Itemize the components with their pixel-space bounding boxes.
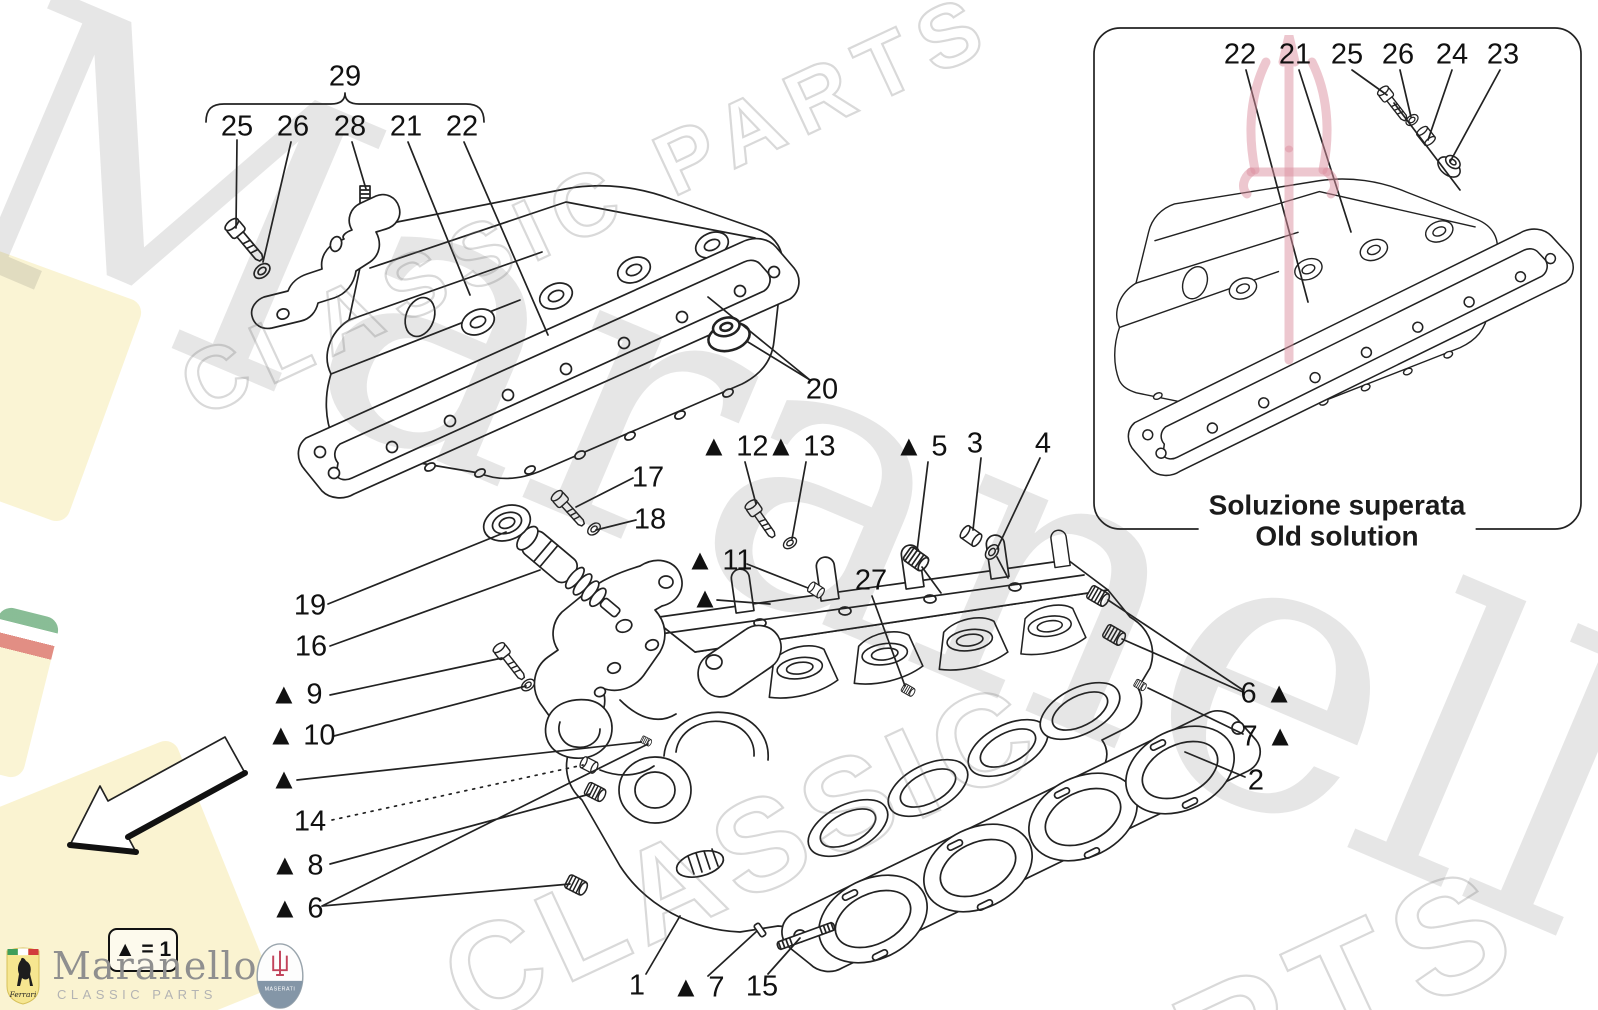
cam-cover-seal bbox=[482, 504, 532, 542]
callout-main-6-left[interactable]: ▲ 6 bbox=[270, 892, 324, 925]
callout-main-18[interactable]: 18 bbox=[633, 503, 667, 536]
callout-main-8[interactable]: ▲ 8 bbox=[270, 849, 324, 882]
callout-main-14[interactable]: 14 bbox=[293, 805, 327, 838]
callout-main-9[interactable]: ▲ 9 bbox=[269, 678, 323, 711]
cylinder-head bbox=[565, 528, 1154, 933]
callout-main-1[interactable]: 1 bbox=[628, 969, 646, 1002]
callout-main-tri-mid[interactable]: ▲ bbox=[690, 582, 720, 615]
callout-main-22[interactable]: 22 bbox=[445, 110, 479, 143]
callout-inset-21[interactable]: 21 bbox=[1278, 38, 1312, 71]
callout-main-25[interactable]: 25 bbox=[220, 110, 254, 143]
callout-inset-23[interactable]: 23 bbox=[1486, 38, 1520, 71]
maserati-wordmark: MASERATI bbox=[265, 987, 296, 993]
callout-main-7-right[interactable]: 7 ▲ bbox=[1241, 720, 1295, 753]
callout-main-19[interactable]: 19 bbox=[293, 589, 327, 622]
camshaft-bracket bbox=[533, 559, 683, 759]
callout-main-tri-left[interactable]: ▲ bbox=[269, 763, 299, 796]
classic-parts-logo-subtitle: CLASSIC PARTS bbox=[57, 987, 217, 1002]
callout-main-15[interactable]: 15 bbox=[745, 970, 779, 1003]
callout-inset-25[interactable]: 25 bbox=[1330, 38, 1364, 71]
old-solution-caption: Soluzione superata Old solution bbox=[1198, 487, 1476, 555]
callout-main-27[interactable]: 27 bbox=[854, 564, 888, 597]
callout-main-7-bottom[interactable]: ▲ 7 bbox=[671, 971, 725, 1004]
callout-main-26[interactable]: 26 bbox=[276, 110, 310, 143]
vvt-solenoid bbox=[516, 525, 621, 618]
callout-main-13[interactable]: ▲ 13 bbox=[766, 430, 836, 463]
caption-line-italian: Soluzione superata bbox=[1208, 489, 1466, 521]
callout-main-20[interactable]: 20 bbox=[805, 373, 839, 406]
callout-main-2[interactable]: 2 bbox=[1247, 764, 1265, 797]
caption-line-english: Old solution bbox=[1255, 521, 1419, 552]
callout-main-11[interactable]: ▲ 11 bbox=[685, 544, 753, 577]
callout-main-17[interactable]: 17 bbox=[631, 461, 665, 494]
ferrari-wordmark: Ferrari bbox=[9, 990, 37, 999]
cylinder-head-gasket bbox=[781, 710, 1261, 973]
callout-main-29[interactable]: 29 bbox=[328, 60, 362, 93]
callout-inset-26[interactable]: 26 bbox=[1381, 38, 1415, 71]
leader-lines bbox=[205, 92, 1246, 977]
ferrari-shield-logo: Ferrari bbox=[6, 947, 40, 1005]
callout-main-5[interactable]: ▲ 5 bbox=[894, 430, 948, 463]
callout-inset-22[interactable]: 22 bbox=[1223, 38, 1257, 71]
callout-main-6-right[interactable]: 6 ▲ bbox=[1240, 677, 1294, 710]
valve-cover-gasket bbox=[297, 237, 800, 499]
maranello-logo-wordmark: Maranello bbox=[52, 944, 258, 988]
callout-main-3[interactable]: 3 bbox=[966, 427, 984, 460]
callout-main-28[interactable]: 28 bbox=[333, 110, 367, 143]
fasteners bbox=[222, 215, 1148, 951]
bracket-29 bbox=[205, 92, 485, 123]
maserati-trident-logo: MASERATI bbox=[256, 943, 304, 1009]
callout-main-21[interactable]: 21 bbox=[389, 110, 423, 143]
callout-main-12[interactable]: ▲ 12 bbox=[699, 430, 769, 463]
callout-inset-24[interactable]: 24 bbox=[1435, 38, 1469, 71]
callout-main-10[interactable]: ▲ 10 bbox=[266, 719, 336, 752]
callout-main-4[interactable]: 4 bbox=[1034, 427, 1052, 460]
callout-main-16[interactable]: 16 bbox=[294, 630, 328, 663]
